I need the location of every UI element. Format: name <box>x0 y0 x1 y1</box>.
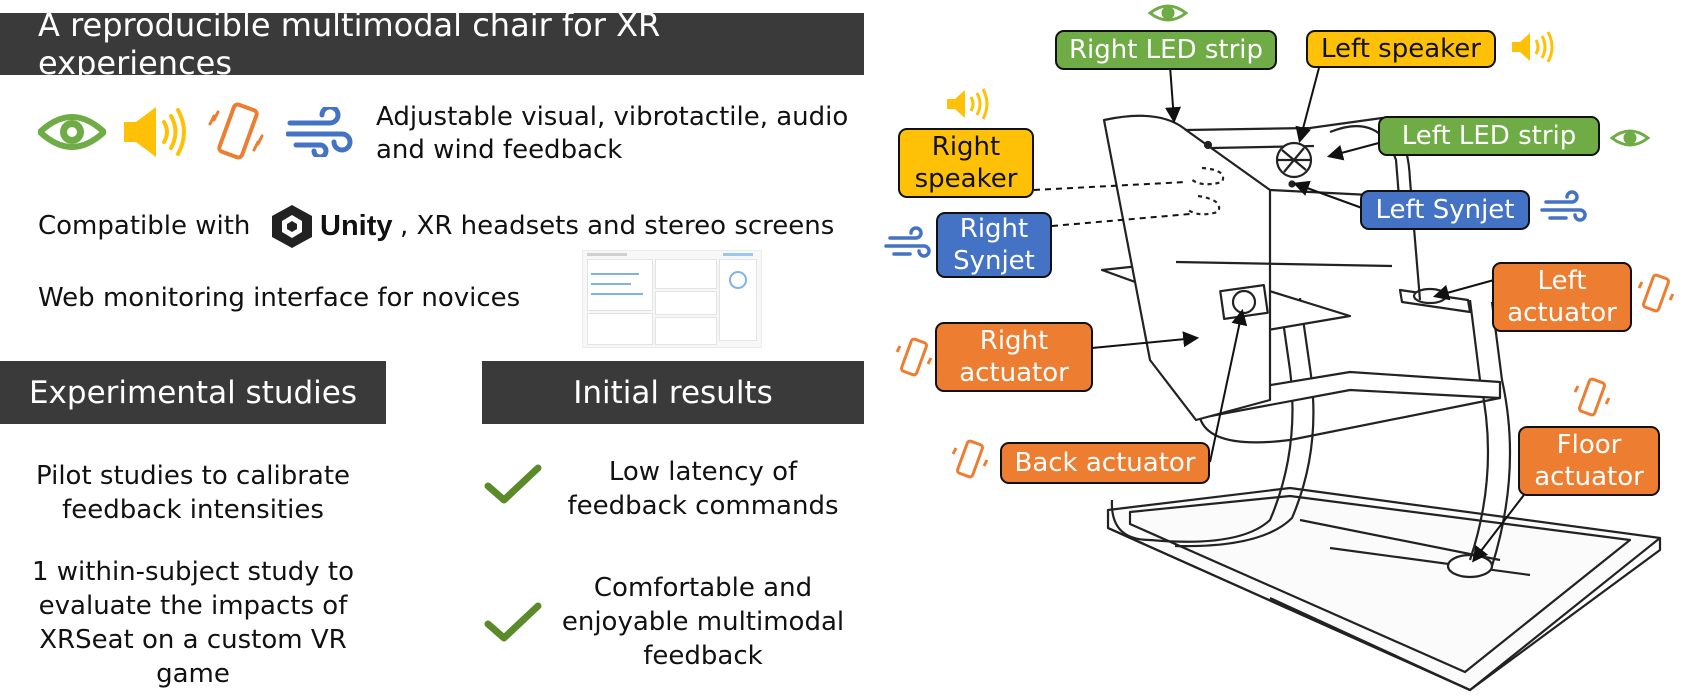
study-item-2-line-2: evaluate the impacts of <box>38 591 348 621</box>
vibrating-phone-icon-back-actuator <box>951 439 989 479</box>
label-floor-actuator: Floor actuator <box>1518 426 1660 496</box>
label-right-synjet: Right Synjet <box>936 212 1052 278</box>
label-left-speaker: Left speaker <box>1306 30 1496 68</box>
unity-word: Unity <box>320 210 393 242</box>
wind-icon-right <box>884 226 931 258</box>
vibrating-phone-icon-floor-actuator <box>1573 377 1611 417</box>
result-item-1: Low latency of feedback commands <box>548 455 858 523</box>
vibrating-phone-icon-left-actuator <box>1637 273 1675 313</box>
chair-frame <box>1149 299 1294 543</box>
label-right-speaker-line-1: Right <box>931 132 1001 162</box>
study-item-2-line-3: XRSeat on a custom VR <box>39 625 347 655</box>
initial-results-header: Initial results <box>482 361 864 424</box>
label-right-speaker-line-2: speaker <box>914 164 1018 194</box>
wind-icon <box>286 107 353 157</box>
result-item-2-line-1: Comfortable and <box>593 573 813 603</box>
experimental-studies-title: Experimental studies <box>28 374 358 411</box>
check-icon <box>484 464 542 504</box>
feedback-line-1: Adjustable visual, vibrotactile, audio <box>376 102 849 132</box>
study-item-2: 1 within-subject study to evaluate the i… <box>0 555 386 691</box>
compat-suffix: , XR headsets and stereo screens <box>400 211 835 241</box>
label-right-led-strip-text: Right LED strip <box>1068 35 1264 65</box>
label-left-synjet: Left Synjet <box>1360 190 1530 230</box>
feedback-line-2: and wind feedback <box>376 135 623 165</box>
study-item-1-line-2: feedback intensities <box>62 495 324 525</box>
label-back-actuator-text: Back actuator <box>1014 448 1196 478</box>
label-left-led-strip: Left LED strip <box>1378 116 1600 156</box>
label-left-actuator: Left actuator <box>1492 262 1632 332</box>
result-item-2-line-3: feedback <box>643 641 763 671</box>
speaker-icon-right <box>947 88 989 120</box>
label-left-speaker-text: Left speaker <box>1321 34 1481 64</box>
label-right-speaker: Right speaker <box>898 128 1034 198</box>
result-item-2: Comfortable and enjoyable multimodal fee… <box>548 571 858 673</box>
label-left-actuator-line-1: Left <box>1537 266 1587 296</box>
wind-icon-left <box>1540 190 1587 222</box>
study-item-1: Pilot studies to calibrate feedback inte… <box>0 459 386 527</box>
label-right-synjet-line-2: Synjet <box>953 246 1035 276</box>
vibrating-phone-icon <box>208 102 264 160</box>
result-item-2-line-2: enjoyable multimodal <box>561 607 845 637</box>
experimental-studies-header: Experimental studies <box>0 361 386 424</box>
label-right-led-strip: Right LED strip <box>1055 30 1277 70</box>
label-right-actuator: Right actuator <box>935 322 1093 392</box>
speaker-icon-left <box>1512 31 1554 63</box>
speaker-icon <box>124 107 186 157</box>
main-title: A reproducible multimodal chair for XR e… <box>38 6 661 82</box>
eye-icon-right-led <box>1147 4 1189 22</box>
result-item-1-line-1: Low latency of <box>608 457 798 487</box>
study-item-2-line-1: 1 within-subject study to <box>31 557 355 587</box>
label-floor-actuator-line-2: actuator <box>1534 462 1644 492</box>
eye-icon-left-led <box>1609 129 1651 147</box>
result-item-1-line-2: feedback commands <box>567 491 839 521</box>
label-right-synjet-line-1: Right <box>959 214 1029 244</box>
check-icon <box>484 602 542 642</box>
web-interface-thumbnail <box>582 250 762 348</box>
floor-plate <box>1106 486 1662 692</box>
eye-icon <box>38 114 106 150</box>
vibrating-phone-icon-right-actuator <box>895 337 933 377</box>
label-right-actuator-line-1: Right <box>979 326 1049 356</box>
initial-results-title: Initial results <box>573 374 773 411</box>
study-item-2-line-4: game <box>156 659 230 689</box>
label-left-synjet-text: Left Synjet <box>1375 195 1515 225</box>
main-title-banner: A reproducible multimodal chair for XR e… <box>0 6 864 82</box>
label-left-actuator-line-2: actuator <box>1507 298 1617 328</box>
label-left-led-strip-text: Left LED strip <box>1401 121 1577 151</box>
label-right-actuator-line-2: actuator <box>959 358 1069 388</box>
web-monitoring-text: Web monitoring interface for novices <box>38 283 521 313</box>
study-item-1-line-1: Pilot studies to calibrate <box>35 461 351 491</box>
label-floor-actuator-line-1: Floor <box>1556 430 1622 460</box>
compat-prefix: Compatible with <box>38 211 251 241</box>
label-back-actuator: Back actuator <box>1000 442 1210 484</box>
unity-logo-icon <box>272 205 312 248</box>
